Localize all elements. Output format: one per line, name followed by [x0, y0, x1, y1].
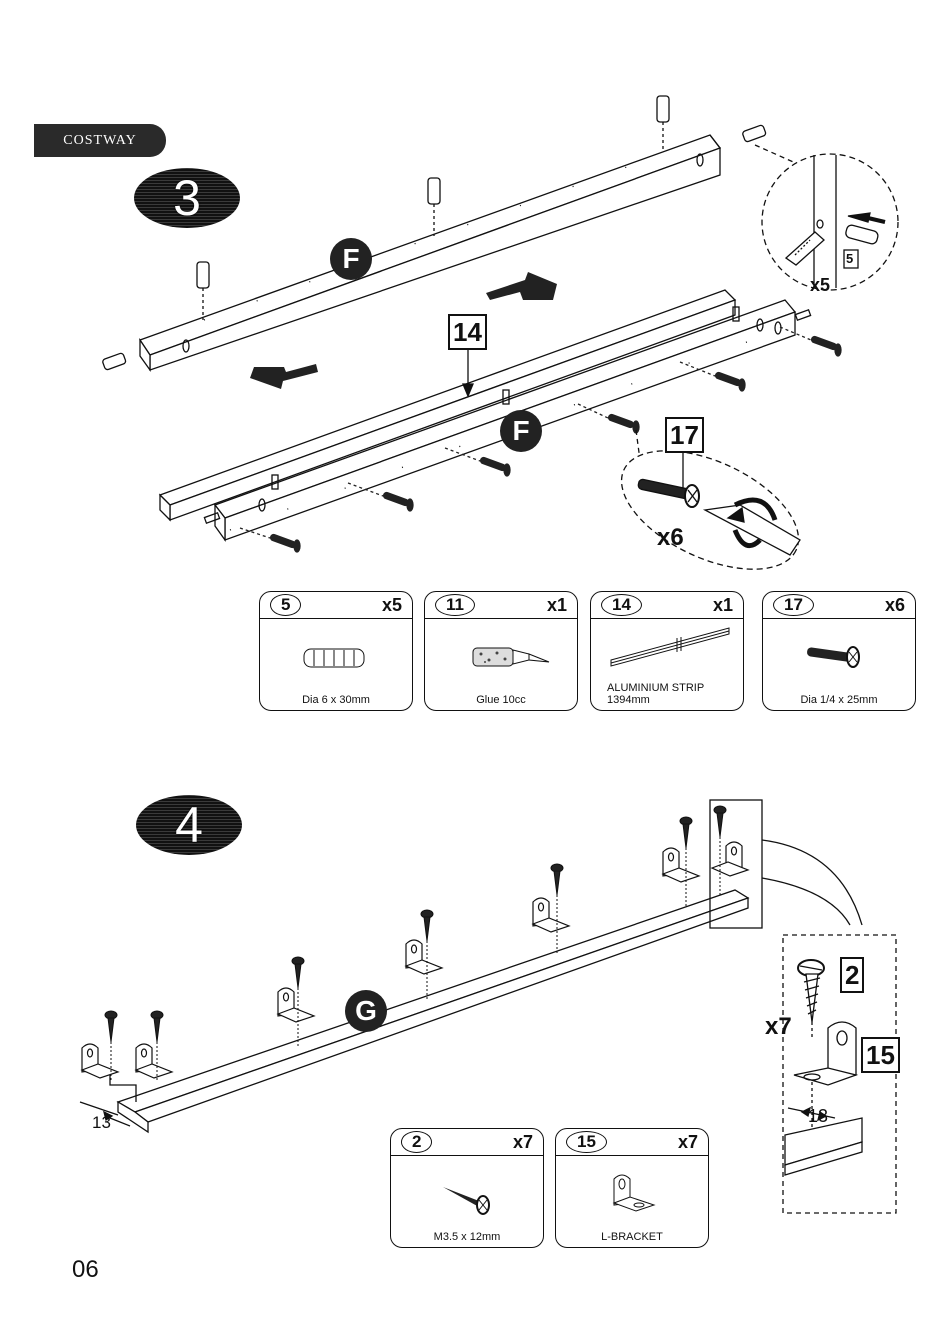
- aluminium-strip-icon: [605, 620, 735, 670]
- bolt-icon: [803, 642, 873, 672]
- part-desc: L-BRACKET: [556, 1231, 708, 1243]
- bracket-1: [82, 1044, 118, 1078]
- screw-4: [421, 910, 433, 1000]
- glue-icon: [469, 640, 559, 676]
- dowel-upper-3: [657, 96, 669, 152]
- dowel-end-left: [102, 353, 126, 371]
- part-id: 15: [566, 1131, 607, 1153]
- screw-7: [714, 806, 726, 896]
- dowel-upper-2: [428, 178, 440, 236]
- bracket-5: [533, 898, 569, 932]
- dowel-detail-circle: [755, 145, 898, 290]
- detail-qty: x7: [765, 1013, 792, 1041]
- part-desc: Dia 1/4 x 25mm: [763, 694, 915, 706]
- part-desc-length: 1394mm: [607, 694, 743, 706]
- bolt-detail-qty: x6: [657, 524, 684, 552]
- panel-f-lower-label: F: [500, 410, 542, 452]
- bracket-7: [712, 842, 748, 876]
- part-desc: Glue 10cc: [425, 694, 577, 706]
- wood-screw-icon: [439, 1177, 499, 1217]
- part-qty: x7: [513, 1132, 533, 1153]
- bracket-2: [136, 1044, 172, 1078]
- part-qty: x6: [885, 595, 905, 616]
- panel-f-upper-label: F: [330, 238, 372, 280]
- slide-arrow-left: [250, 364, 318, 389]
- dowel-detail-qty: x5: [810, 275, 830, 296]
- callout-aluminium-strip: 14: [448, 314, 487, 350]
- part-id: 14: [601, 594, 642, 616]
- part-desc: ALUMINIUM STRIP: [607, 682, 743, 694]
- step-3-illustration: [0, 0, 936, 580]
- part-card-17: 17 x6 Dia 1/4 x 25mm: [762, 591, 916, 711]
- bracket-3: [278, 988, 314, 1022]
- part-desc: Dia 6 x 30mm: [260, 694, 412, 706]
- part-id: 2: [401, 1131, 432, 1153]
- dimension-label: 13: [92, 1113, 111, 1133]
- part-desc: M3.5 x 12mm: [391, 1231, 543, 1243]
- dowel-upper-1: [197, 262, 209, 320]
- part-id: 11: [435, 594, 475, 616]
- detail-dimension-label: 13: [808, 1106, 828, 1127]
- panel-g-label: G: [345, 990, 387, 1032]
- part-card-14: 14 x1 ALUMINIUM STRIP 1394mm: [590, 591, 744, 711]
- callout-l-bracket: 15: [861, 1037, 900, 1073]
- bracket-4: [406, 940, 442, 974]
- part-card-11: 11 x1 Glue 10cc: [424, 591, 578, 711]
- part-qty: x5: [382, 595, 402, 616]
- screw-6: [680, 817, 692, 908]
- bracket-6: [663, 848, 699, 882]
- part-id: 5: [270, 594, 301, 616]
- callout-bolt: 17: [665, 417, 704, 453]
- dowel-detail-part: 5: [846, 251, 853, 266]
- callout-wood-screw: 2: [840, 957, 864, 993]
- screw-5: [551, 864, 563, 955]
- part-card-15: 15 x7 L-BRACKET: [555, 1128, 709, 1248]
- part-card-5: 5 x5 Dia 6 x 30mm: [259, 591, 413, 711]
- dowel-icon: [300, 644, 370, 674]
- screw-detail-ellipse: [604, 426, 817, 580]
- part-card-2: 2 x7 M3.5 x 12mm: [390, 1128, 544, 1248]
- slide-arrow-right: [486, 272, 557, 300]
- part-qty: x7: [678, 1132, 698, 1153]
- part-qty: x1: [547, 595, 567, 616]
- part-id: 17: [773, 594, 814, 616]
- page-number: 06: [72, 1256, 99, 1284]
- part-qty: x1: [713, 595, 733, 616]
- dowel-end-right: [742, 125, 766, 143]
- l-bracket-icon: [606, 1169, 666, 1219]
